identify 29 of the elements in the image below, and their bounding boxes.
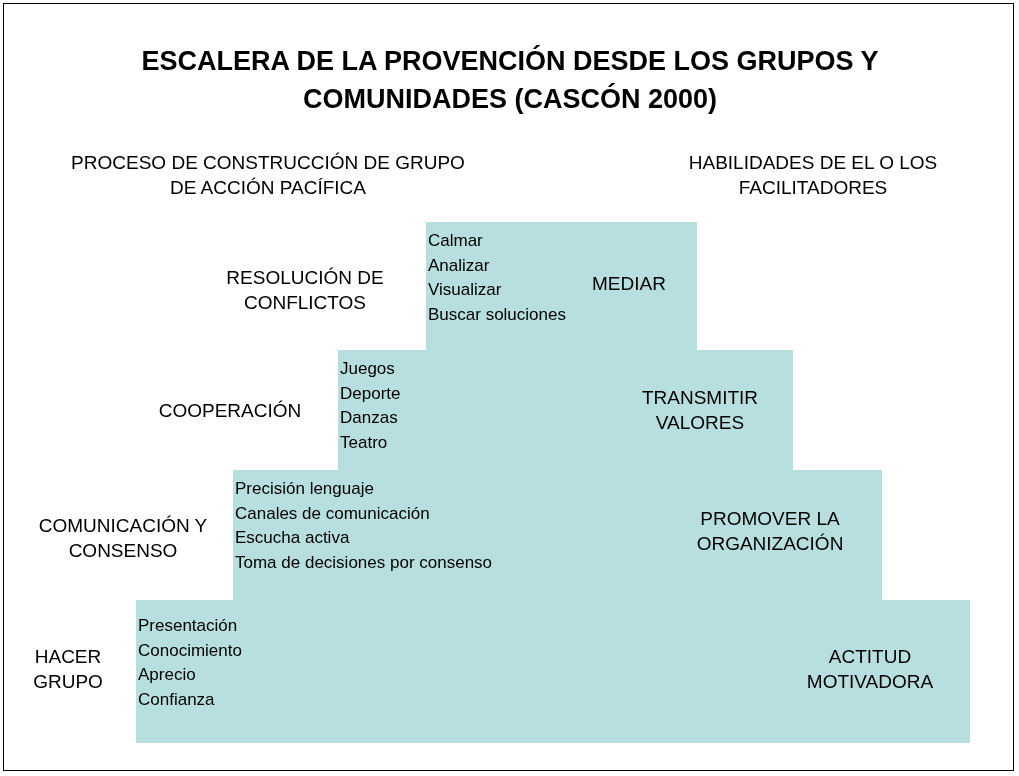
skill-label: ACTITUD MOTIVADORA — [805, 645, 935, 694]
column-heading: HABILIDADES DE EL O LOS FACILITADORES — [687, 151, 939, 200]
skill-label: PROMOVER LA ORGANIZACIÓN — [695, 507, 845, 556]
list-item: Conocimiento — [138, 639, 242, 662]
skill-label: TRANSMITIR VALORES — [640, 386, 760, 435]
list-item: Precisión lenguaje — [235, 478, 375, 500]
list-item: Analizar — [428, 254, 491, 277]
list-item: Buscar soluciones — [428, 303, 566, 326]
list-item: Canales de comunicación — [235, 502, 431, 525]
list-item: Presentación — [138, 615, 239, 637]
list-item: Danzas — [340, 407, 399, 429]
list-item: Juegos — [340, 358, 396, 380]
list-item: Calmar — [428, 230, 484, 252]
list-item: Deporte — [340, 382, 401, 405]
list-item: Toma de decisiones por consenso — [235, 551, 493, 574]
column-heading: PROCESO DE CONSTRUCCIÓN DE GRUPO DE ACCIÓN PACÍFICA — [70, 151, 466, 200]
list-item: Confianza — [138, 688, 216, 711]
skill-label: MEDIAR — [591, 271, 667, 296]
list-item: Escucha activa — [235, 527, 351, 549]
list-item: Visualizar — [428, 279, 503, 301]
list-item: Aprecio — [138, 664, 197, 686]
title: ESCALERA DE LA PROVENCIÓN DESDE LOS GRUPOS Y COMUNIDADES (CASCÓN 2000) — [140, 44, 880, 116]
stair-step — [136, 600, 970, 743]
stage-label: COMUNICACIÓN Y CONSENSO — [37, 514, 209, 563]
stage-label: COOPERACIÓN — [158, 398, 302, 423]
list-item: Teatro — [340, 431, 389, 454]
stair-step — [426, 222, 697, 350]
stage-label: HACER GRUPO — [32, 645, 104, 694]
stage-label: RESOLUCIÓN DE CONFLICTOS — [225, 266, 385, 315]
